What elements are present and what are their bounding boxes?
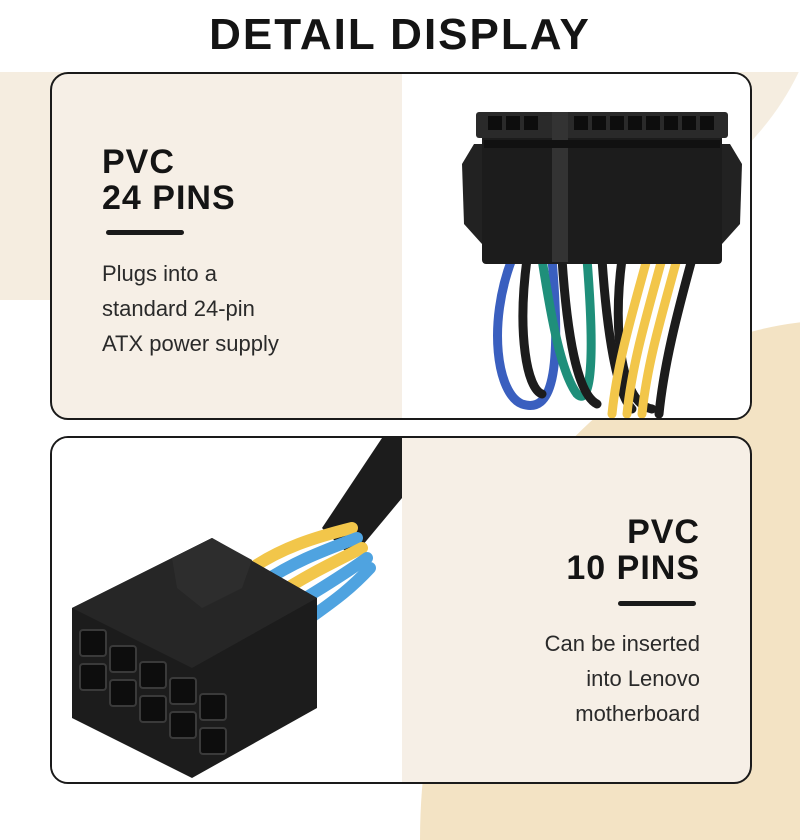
- page-title: DETAIL DISPLAY: [209, 10, 591, 59]
- heading-material: PVC: [627, 513, 700, 551]
- description-line: Plugs into a: [102, 261, 217, 286]
- card-description: Can be inserted into Lenovo motherboard: [420, 626, 700, 731]
- divider-rule: [618, 601, 696, 606]
- product-photo-24pin: [402, 74, 750, 418]
- heading-pins: 24 PINS: [102, 179, 236, 217]
- heading-pins: 10 PINS: [566, 549, 700, 587]
- connector-10pin-image: [72, 438, 402, 778]
- header-band: [0, 0, 800, 72]
- card-heading: PVC 24 PINS: [102, 144, 236, 216]
- description-line: motherboard: [575, 701, 700, 726]
- detail-card-24pin: PVC 24 PINS Plugs into a standard 24-pin…: [50, 72, 752, 420]
- description-line: into Lenovo: [586, 666, 700, 691]
- connector-24pin-image: [462, 112, 742, 418]
- divider-rule: [106, 230, 184, 235]
- description-line: ATX power supply: [102, 331, 279, 356]
- card-heading: PVC 10 PINS: [566, 514, 700, 586]
- product-photo-10pin: [52, 438, 402, 782]
- description-line: Can be inserted: [544, 631, 700, 656]
- detail-card-10pin: PVC 10 PINS Can be inserted into Lenovo …: [50, 436, 752, 784]
- heading-material: PVC: [102, 143, 175, 181]
- description-line: standard 24-pin: [102, 296, 255, 321]
- card-description: Plugs into a standard 24-pin ATX power s…: [102, 256, 382, 361]
